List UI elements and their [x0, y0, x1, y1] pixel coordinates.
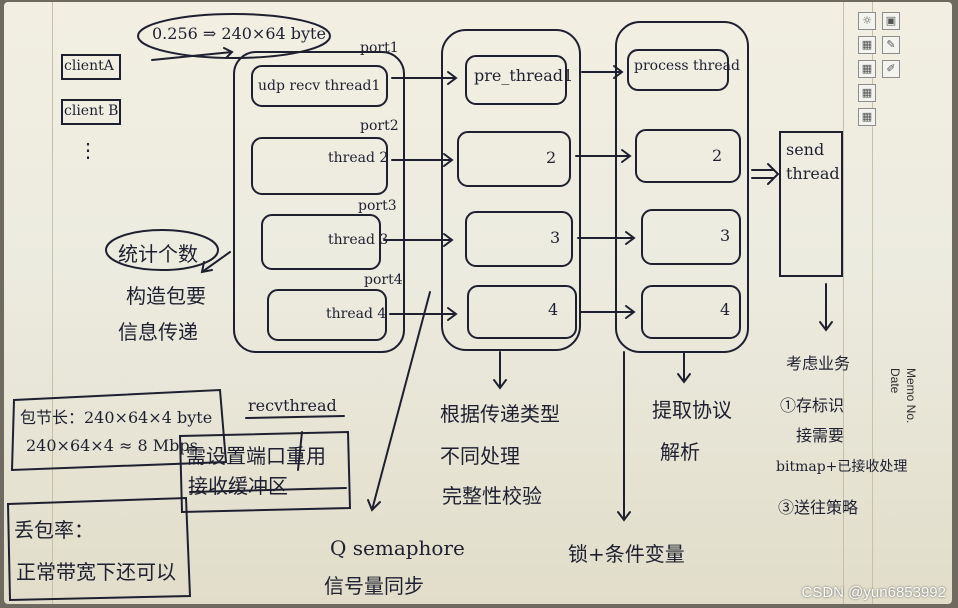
process-thread-label: 2	[712, 146, 722, 165]
watermark: CSDN @yun6853992	[802, 584, 946, 601]
stats-line: 信息传递	[118, 316, 198, 345]
arrow	[494, 352, 506, 388]
loss-note-line: 丢包率：	[14, 514, 94, 543]
ellipsis-marker: ⋮	[78, 138, 98, 162]
recv-thread-label: thread 4	[326, 306, 386, 322]
underline	[246, 416, 344, 418]
arrow	[820, 284, 832, 330]
stats-line: 构造包要	[126, 280, 206, 309]
recvthread-note-line: 接收缓冲区	[188, 470, 288, 499]
recv-thread-label: thread 2	[328, 150, 388, 166]
pre-thread-label: 3	[550, 228, 560, 247]
grid-icon: ▦	[858, 60, 876, 78]
send-thread-label: thread	[786, 164, 840, 183]
header-bubble-text: 0.256 ⇒ 240×64 byte	[152, 24, 326, 43]
pre-thread-box	[468, 286, 576, 338]
process-thread-label: process thread	[634, 58, 740, 74]
arrow	[618, 352, 630, 520]
process-note-line: 解析	[660, 436, 700, 465]
recv-thread-label: udp recv thread1	[258, 78, 380, 94]
process-thread-box	[636, 130, 740, 182]
arrow	[392, 72, 456, 84]
grid-icon: ▦	[858, 84, 876, 102]
port-label: port1	[360, 40, 399, 56]
date-label: Date	[888, 368, 902, 393]
arrow	[582, 66, 622, 78]
grid-icon: ▦	[858, 108, 876, 126]
recvthread-note-line: 需设置端口重用	[186, 440, 326, 469]
sun-icon: ☼	[858, 12, 876, 30]
recv-thread-label: thread 3	[328, 232, 388, 248]
pre-note-line: 不同处理	[440, 440, 520, 469]
client-a-label: clientA	[64, 58, 114, 74]
grid-icon: ▦	[858, 36, 876, 54]
arrow	[678, 352, 690, 382]
qsemaphore-line: Q semaphore	[330, 536, 465, 560]
business-note-item: 接需要	[796, 422, 844, 446]
port-label: port3	[358, 198, 397, 214]
business-note-item: ①存标识	[780, 392, 844, 416]
photo-icon: ▣	[882, 12, 900, 30]
arrow	[368, 292, 430, 510]
pre-thread-label: 2	[546, 148, 556, 167]
packet-info-line: 240×64×4 ≈ 8 Mbps	[26, 436, 198, 455]
packet-info-line: 包节长：240×64×4 byte	[20, 404, 212, 428]
pre-note-line: 完整性校验	[442, 480, 542, 509]
pre-thread-label: 4	[548, 300, 558, 319]
stats-title: 统计个数	[118, 238, 198, 267]
edit-icon: ✐	[882, 60, 900, 78]
pencil-icon: ✎	[882, 36, 900, 54]
send-thread-label: send	[786, 140, 824, 159]
arrow	[576, 150, 630, 162]
recv-thread-box	[252, 138, 387, 194]
process-note-line: 提取协议	[652, 394, 732, 423]
qsemaphore-line: 信号量同步	[324, 570, 424, 599]
port-label: port4	[364, 272, 403, 288]
arrow	[578, 232, 634, 244]
business-note-item: bitmap+已接收处理	[776, 456, 907, 476]
memo-label: Memo No.	[904, 368, 918, 423]
client-b-label: client B	[64, 103, 118, 119]
pre-note-line: 根据传递类型	[440, 398, 560, 427]
port-label: port2	[360, 118, 399, 134]
recvthread-note-title: recvthread	[248, 396, 337, 415]
business-note-title: 考虑业务	[786, 350, 850, 374]
process-thread-label: 3	[720, 226, 730, 245]
process-thread-label: 4	[720, 300, 730, 319]
arrow	[752, 164, 778, 184]
lock-note: 锁+条件变量	[568, 538, 685, 567]
arrow	[580, 306, 634, 318]
loss-note-line: 正常带宽下还可以	[16, 556, 176, 585]
business-note-item: ③送往策略	[778, 494, 858, 518]
pre-thread-label: pre_thread1	[474, 66, 573, 85]
